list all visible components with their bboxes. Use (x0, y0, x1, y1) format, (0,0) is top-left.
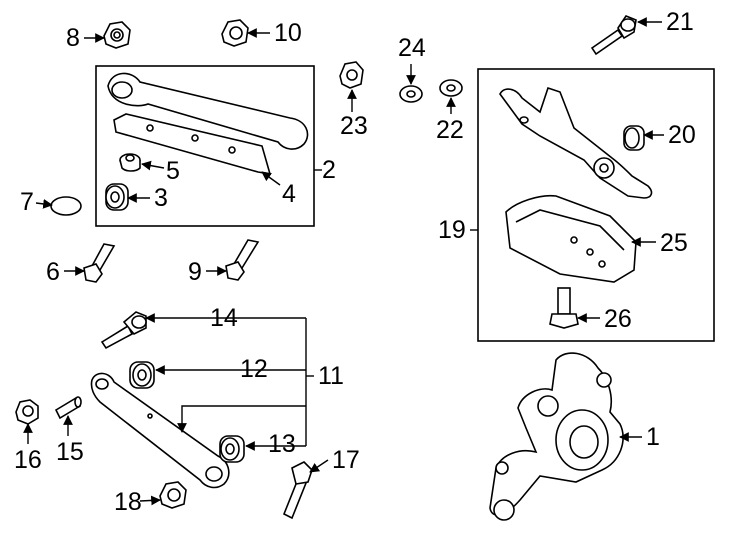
group-box-upper-arm (95, 65, 315, 227)
callout-3: 3 (154, 184, 168, 212)
callout-12: 12 (240, 355, 268, 383)
leader-11c (177, 405, 306, 433)
callout-21: 21 (666, 8, 694, 36)
callout-23: 23 (340, 112, 368, 140)
callout-17: 17 (332, 446, 360, 474)
washer-7[interactable] (50, 196, 82, 216)
bushing-5[interactable] (119, 153, 141, 172)
leader-17 (309, 459, 329, 473)
leader-7 (35, 199, 53, 209)
bushing-13[interactable] (219, 435, 245, 463)
trailing-arm-bracket[interactable] (499, 86, 653, 199)
knuckle-1[interactable] (489, 352, 624, 521)
callout-5: 5 (166, 157, 180, 185)
callout-14: 14 (210, 304, 238, 332)
pin-15[interactable] (54, 396, 82, 420)
flange-nut-10[interactable] (221, 19, 249, 47)
callout-19: 19 (438, 216, 466, 244)
callout-18: 18 (114, 488, 142, 516)
callout-4: 4 (282, 180, 296, 208)
flange-nut-23[interactable] (339, 61, 364, 89)
callout-1: 1 (646, 423, 660, 451)
washer-22[interactable] (439, 79, 463, 97)
leader-4 (261, 171, 281, 186)
bolt-14[interactable] (100, 311, 147, 350)
callout-11: 11 (318, 362, 344, 390)
group-box-trailing-arm (477, 68, 715, 342)
leader-5 (141, 160, 165, 171)
callout-10: 10 (274, 19, 302, 47)
bolt-6[interactable] (83, 243, 116, 283)
callout-25: 25 (660, 229, 688, 257)
washer-24[interactable] (399, 85, 423, 103)
bolt-26[interactable] (549, 287, 579, 329)
callout-16: 16 (14, 446, 42, 474)
callout-26: 26 (604, 305, 632, 333)
callout-24: 24 (398, 34, 426, 62)
bushing-12[interactable] (129, 361, 155, 389)
callout-9: 9 (188, 258, 202, 286)
callout-20: 20 (668, 121, 696, 149)
bushing-20[interactable] (623, 125, 645, 151)
callout-8: 8 (66, 24, 80, 52)
callout-2: 2 (322, 156, 336, 184)
callout-6: 6 (46, 258, 60, 286)
bolt-17[interactable] (282, 461, 313, 520)
bolt-9[interactable] (225, 239, 260, 281)
callout-7: 7 (20, 188, 34, 216)
callout-13: 13 (268, 430, 296, 458)
flange-nut-18[interactable] (159, 481, 187, 509)
bolt-21[interactable] (590, 15, 637, 56)
flange-nut-8[interactable] (103, 21, 131, 49)
callout-15: 15 (56, 438, 84, 466)
shield-25[interactable] (505, 194, 637, 283)
lower-control-arm-11[interactable] (90, 372, 230, 489)
flange-nut-16[interactable] (15, 399, 39, 425)
callout-22: 22 (436, 116, 464, 144)
bushing-3[interactable] (105, 183, 129, 211)
leader-18 (139, 495, 161, 506)
